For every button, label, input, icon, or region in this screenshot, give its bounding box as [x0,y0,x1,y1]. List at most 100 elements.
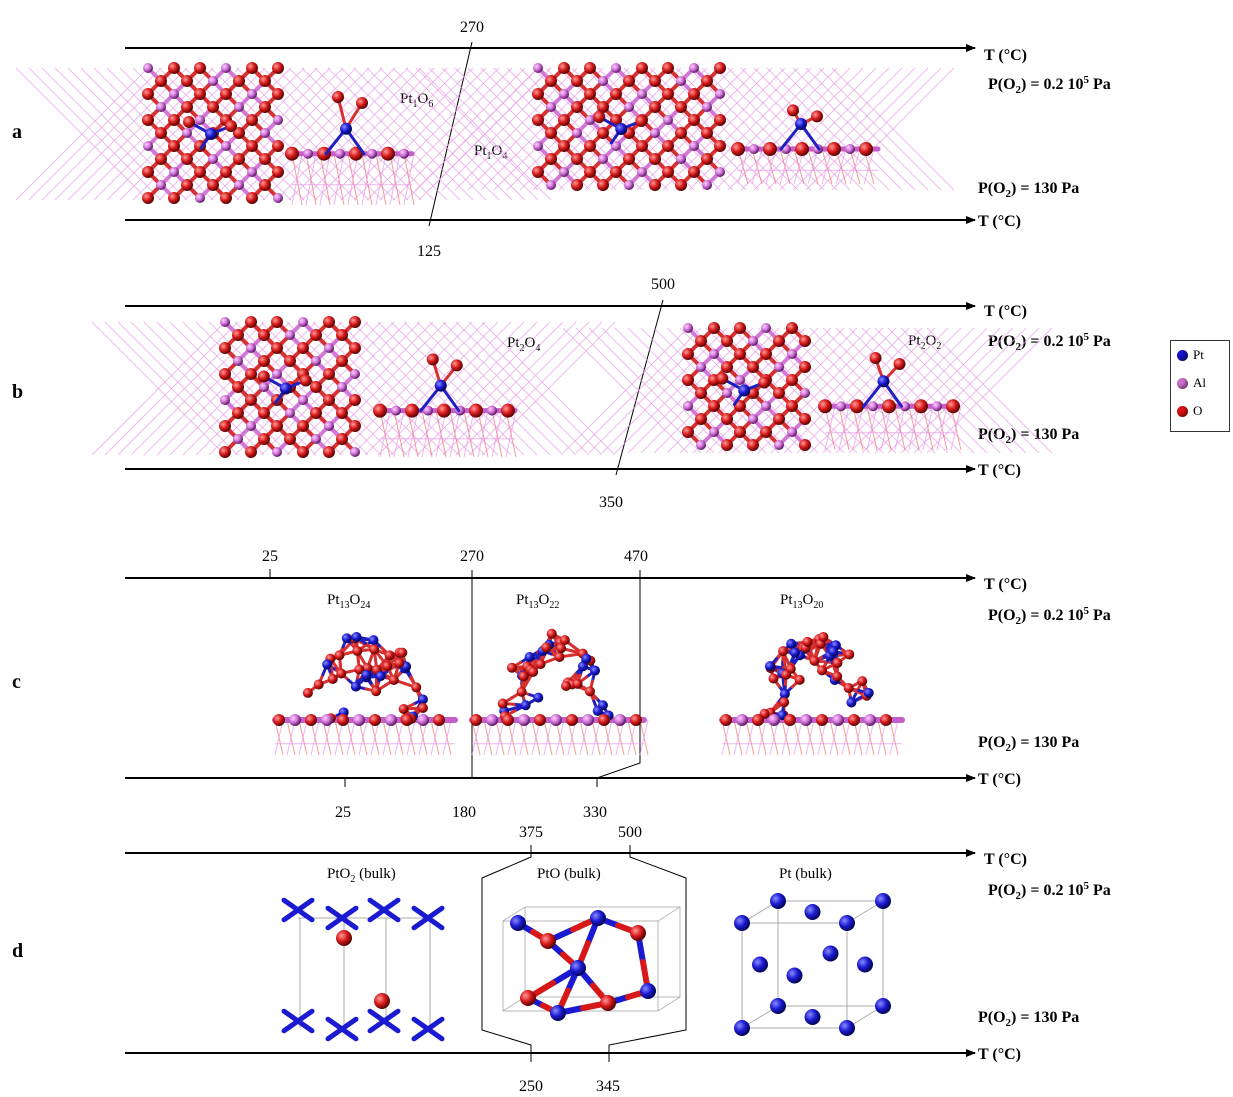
high-pressure-label: P(O2) = 0.2 105 Pa [988,74,1111,96]
al-atom [932,401,942,412]
lattice-line [15,67,149,201]
structure-image [91,316,616,458]
lattice-line [662,67,786,191]
al-atom [311,356,321,366]
o-atom [245,446,257,458]
al-atom [208,154,218,164]
o-atom [388,674,399,685]
pt-atom [417,694,428,705]
pt-atom [786,638,797,649]
o-atom [558,62,570,74]
phase-label-pt-bulk: Pt (bulk) [779,866,832,882]
o-atom [809,655,820,666]
o-atom [310,329,322,341]
o-atom [272,88,284,100]
o-atom [470,714,482,726]
axis-label-top: T (°C) [984,303,1027,320]
o-atom [786,374,798,386]
lattice-line [852,406,864,451]
o-atom [914,399,928,414]
axis-label-bottom: T (°C) [978,1046,1021,1063]
o-atom [844,649,855,660]
o-atom [778,646,789,657]
o-atom [882,399,896,414]
tick-label: 125 [417,243,441,260]
lattice-line [900,327,1027,454]
o-atom [787,104,799,117]
o-atom [233,153,245,165]
pt-atom [839,1020,855,1036]
o-atom [323,394,335,406]
o-atom [297,342,309,354]
o-atom [763,142,777,157]
lattice-line [182,321,317,456]
o-atom [649,75,661,87]
al-atom [614,714,626,726]
o-atom [584,62,596,74]
low-pressure-label: P(O2) = 130 Pa [978,734,1079,754]
lattice-line [751,148,763,185]
al-atom [324,421,334,431]
o-atom [701,127,713,139]
o-atom [272,166,284,178]
tick-label: 350 [599,494,623,511]
pt-atom [822,945,839,962]
o-atom [545,127,557,139]
o-atom [636,62,648,74]
lattice-line [591,719,601,756]
al-atom [683,323,693,333]
al-atom [709,349,719,359]
o-atom [799,439,811,451]
al-atom [367,148,377,159]
o-atom [558,140,570,152]
o-atom [714,62,726,74]
o-atom [233,75,245,87]
lattice-line [757,327,884,454]
al-atom [298,317,308,327]
al-atom [169,167,179,177]
lattice-line [769,719,779,756]
o-atom [417,702,428,713]
lattice-line [562,327,689,454]
al-atom [350,447,360,457]
phase-label-pto-bulk: PtO (bulk) [537,866,601,882]
o-atom [817,665,828,676]
al-atom [611,141,621,151]
al-atom [836,401,846,412]
o-atom [708,400,720,412]
pt-atom [877,375,890,388]
o-atom [559,635,570,646]
al-atom [676,76,686,86]
lattice-line [491,410,503,458]
o-atom [336,668,347,679]
o-atom [893,358,906,370]
o-atom [181,179,193,191]
phase-label-pto2-bulk: PtO2 (bulk) [327,866,396,885]
lattice-line [403,321,538,456]
lattice-line [429,321,564,456]
al-atom [221,141,231,151]
o-atom [219,342,231,354]
al-atom [285,330,295,340]
lattice-line [950,406,962,451]
o-atom-icon [1177,405,1188,417]
o-atom [272,62,284,74]
tick-label: 375 [519,824,543,841]
al-atom [233,356,243,366]
lattice-line [428,67,552,191]
lattice-line [502,906,526,922]
o-atom [142,192,154,204]
o-atom [584,140,596,152]
lattice-line [262,67,396,201]
o-atom [721,361,733,373]
lattice-line [379,410,391,458]
o-atom [675,179,687,191]
tick-label: 470 [624,548,648,565]
lattice-line [887,327,1014,454]
lattice-line [894,406,906,451]
o-atom [168,140,180,152]
lattice-line [805,719,815,756]
o-atom [469,403,483,418]
pt-atom [510,915,526,931]
o-atom [571,75,583,87]
